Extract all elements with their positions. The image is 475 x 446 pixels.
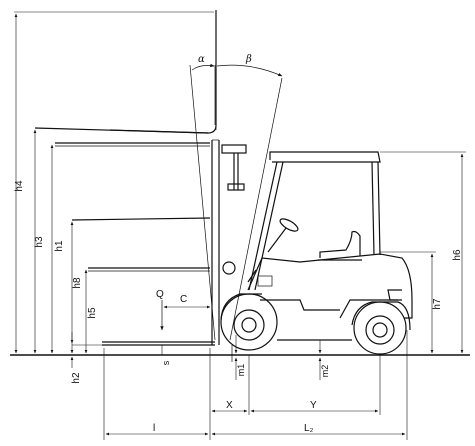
ground-clearance-markers xyxy=(234,335,322,380)
dim-h7 xyxy=(380,251,436,354)
label-m1: m1 xyxy=(236,364,246,377)
mast xyxy=(211,139,220,345)
load-center xyxy=(160,300,211,355)
label-h4: h4 xyxy=(14,180,25,192)
front-wheel xyxy=(220,293,278,351)
label-s: s xyxy=(161,360,171,365)
label-l: l xyxy=(153,423,155,434)
label-h5: h5 xyxy=(87,307,98,319)
label-Y: Y xyxy=(310,400,317,411)
steering-wheel xyxy=(267,218,299,253)
forks-max-height xyxy=(34,10,217,134)
label-h6: h6 xyxy=(452,249,463,261)
label-alpha: α xyxy=(198,54,205,65)
forks-ground-level xyxy=(102,341,215,346)
forks-h1-level xyxy=(71,217,211,221)
label-Q: Q xyxy=(156,289,164,300)
label-L2: L₂ xyxy=(304,423,314,434)
label-h8: h8 xyxy=(72,277,83,289)
forks-h3-level xyxy=(55,142,210,147)
overhead-guard xyxy=(248,151,381,291)
carriage xyxy=(221,144,247,275)
label-h1: h1 xyxy=(54,240,65,252)
label-beta: β xyxy=(245,54,252,65)
label-m2: m2 xyxy=(320,365,330,378)
dim-h4 xyxy=(14,11,214,354)
forks-h8-level xyxy=(88,267,210,272)
label-h7: h7 xyxy=(432,298,443,310)
rear-wheel xyxy=(351,301,411,355)
label-h3: h3 xyxy=(34,236,45,248)
truck-body xyxy=(247,253,413,319)
dim-h2 xyxy=(70,332,102,368)
label-C: C xyxy=(180,294,187,305)
label-X: X xyxy=(226,400,233,411)
dim-extension-lines xyxy=(103,330,408,440)
dim-h6 xyxy=(380,151,466,354)
label-h2: h2 xyxy=(71,372,82,384)
seat xyxy=(318,230,362,261)
